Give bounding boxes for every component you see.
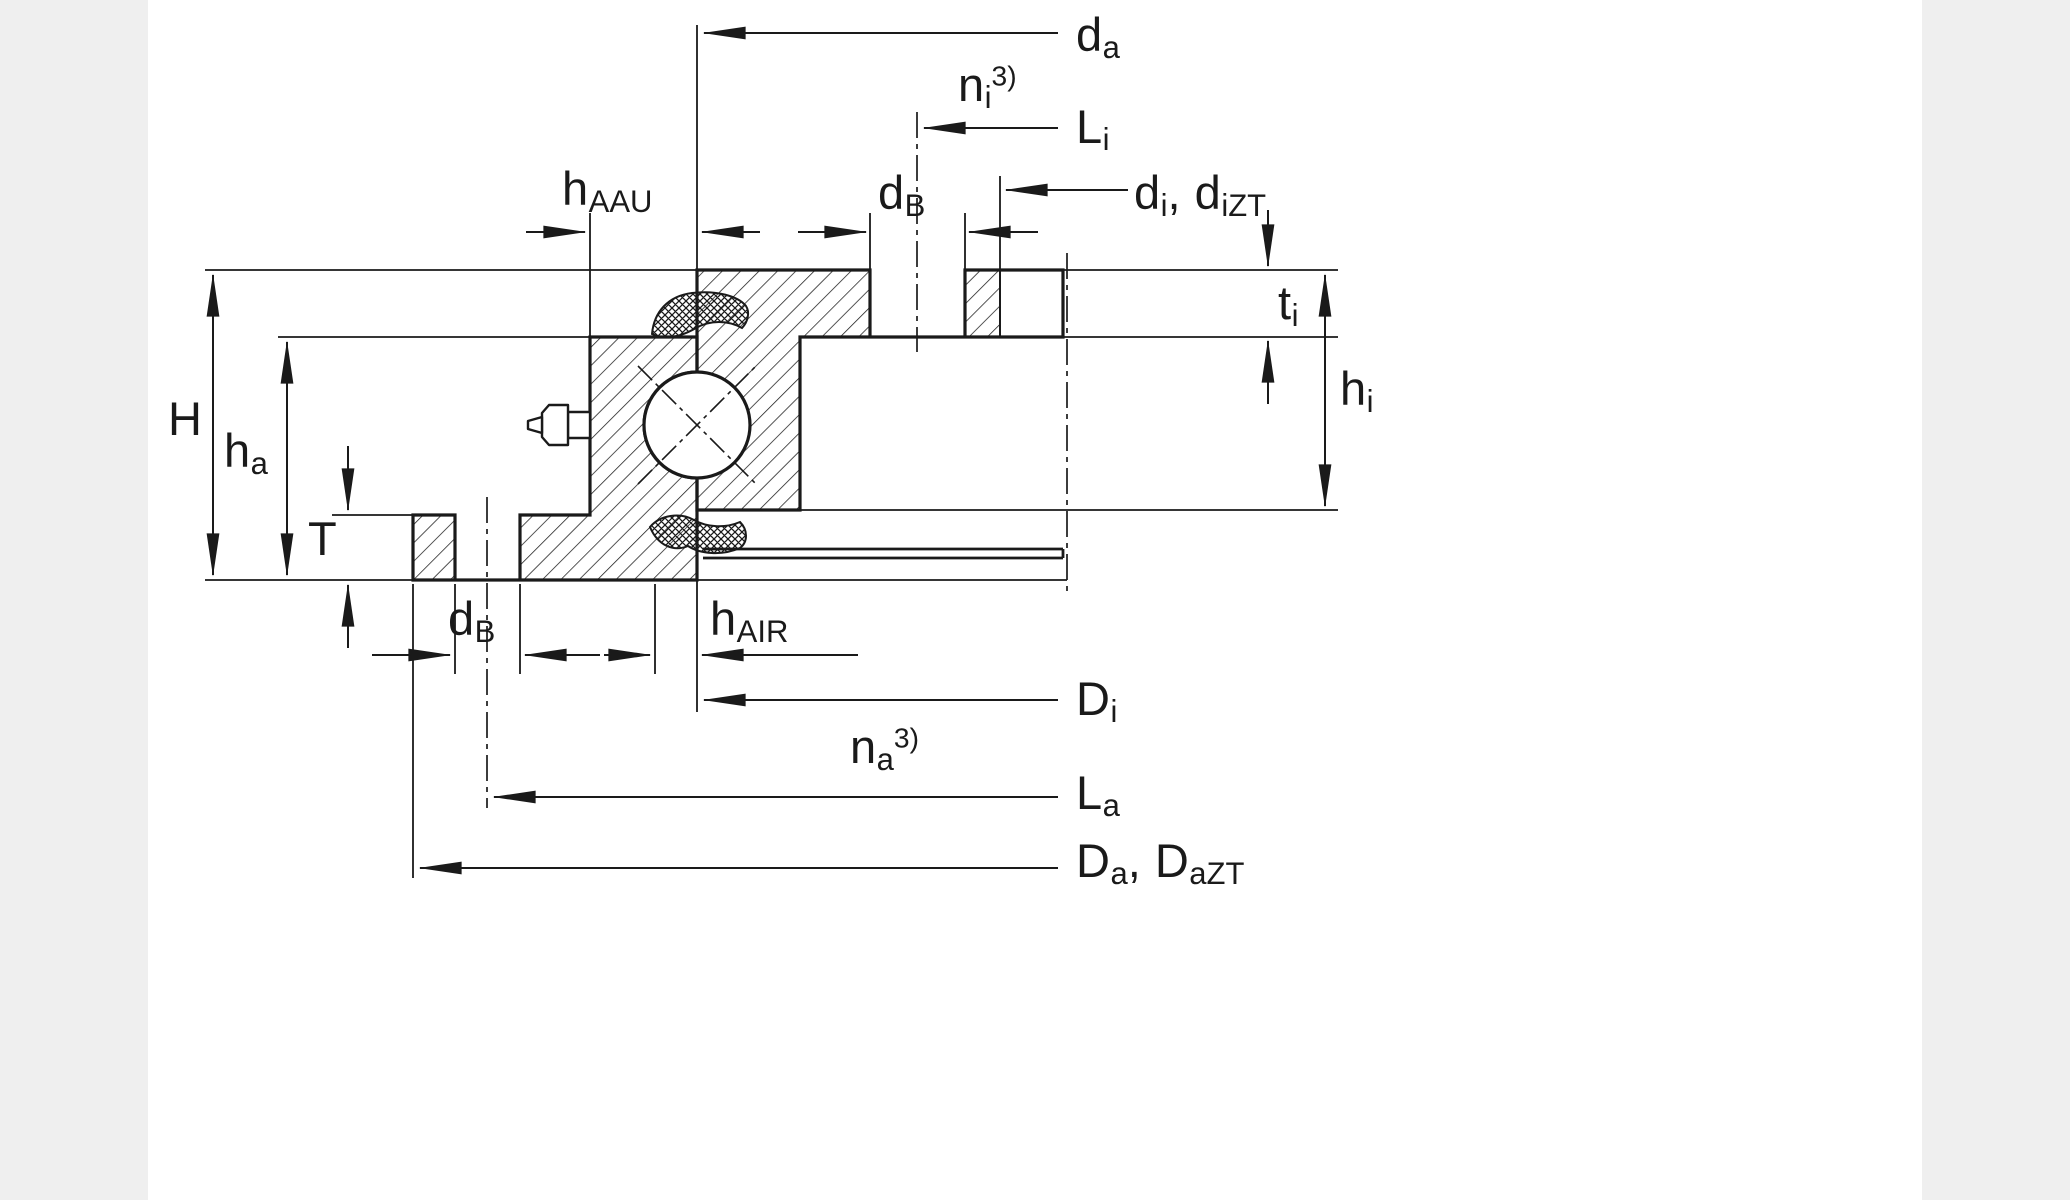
- label-Da-sep: ,: [1127, 834, 1155, 887]
- label-di-s2: iZT: [1221, 187, 1267, 223]
- label-di-s1: i: [1160, 187, 1168, 223]
- grease-nipple: [526, 403, 592, 447]
- label-H: H: [168, 392, 202, 446]
- label-Da-s1: a: [1110, 855, 1128, 891]
- label-na-main: n: [850, 720, 877, 773]
- label-ti-sub: i: [1291, 297, 1299, 333]
- label-hair-main: h: [710, 592, 737, 645]
- centerlines: [486, 112, 1068, 808]
- label-da: da: [1076, 8, 1120, 65]
- label-db-bottom: dB: [448, 592, 495, 649]
- label-na-sub: a: [876, 741, 894, 777]
- label-hair-sub: AIR: [736, 613, 789, 649]
- label-hi-main: h: [1340, 362, 1367, 415]
- seal-top: [650, 291, 750, 339]
- label-li: Li: [1076, 100, 1110, 157]
- label-hi-sub: i: [1366, 383, 1374, 419]
- support-band: [703, 547, 1065, 560]
- label-na: na3): [850, 720, 919, 777]
- dimension-lines: [206, 26, 1332, 875]
- page-margin-right: [1922, 0, 2070, 1200]
- label-Da-m1: D: [1076, 834, 1111, 887]
- label-Da-s2: aZT: [1189, 855, 1245, 891]
- label-db-top-main: d: [878, 166, 905, 219]
- seal-bottom: [648, 514, 747, 554]
- label-ni-main: n: [958, 58, 985, 111]
- label-ni-sub: i: [984, 79, 992, 115]
- label-ha-sub: a: [250, 445, 268, 481]
- label-db-top: dB: [878, 166, 925, 223]
- label-db-top-sub: B: [904, 187, 926, 223]
- label-Di: Di: [1076, 672, 1117, 729]
- label-Da-m2: D: [1154, 834, 1190, 887]
- label-li-sub: i: [1102, 121, 1110, 157]
- label-hi: hi: [1340, 362, 1374, 419]
- label-haau-main: h: [562, 162, 589, 215]
- label-di-m2: d: [1194, 166, 1222, 219]
- label-ni: ni3): [958, 58, 1017, 115]
- label-ti-main: t: [1278, 276, 1292, 329]
- label-T: T: [308, 512, 337, 566]
- label-di-sep: ,: [1167, 166, 1195, 219]
- outer-ring-flange-fill-right: [520, 515, 590, 580]
- label-da-sub: a: [1102, 29, 1120, 65]
- label-da-main: d: [1076, 8, 1103, 61]
- ball-centerlines: [637, 365, 757, 485]
- label-La-main: L: [1076, 766, 1103, 819]
- inner-ring-body-fill: [697, 337, 800, 510]
- label-di-dizt: di, diZT: [1134, 166, 1266, 223]
- label-La-sub: a: [1102, 787, 1120, 823]
- label-db-bottom-main: d: [448, 592, 475, 645]
- label-ni-footnote: 3): [991, 59, 1017, 92]
- label-T-main: T: [308, 512, 338, 565]
- label-Da-DaZT: Da, DaZT: [1076, 834, 1244, 891]
- label-na-footnote: 3): [893, 721, 919, 754]
- label-H-main: H: [168, 392, 203, 445]
- outer-ring-flange-fill-left: [413, 515, 455, 580]
- label-Di-sub: i: [1110, 693, 1118, 729]
- label-ha-main: h: [224, 424, 251, 477]
- extension-lines: [205, 25, 1338, 878]
- label-hair: hAIR: [710, 592, 788, 649]
- page-margin-left: [0, 0, 148, 1200]
- label-db-bottom-sub: B: [474, 613, 496, 649]
- rolling-element-ball: [637, 365, 757, 485]
- label-haau: hAAU: [562, 162, 652, 219]
- label-ti: ti: [1278, 276, 1298, 333]
- label-La: La: [1076, 766, 1120, 823]
- label-ha: ha: [224, 424, 268, 481]
- label-haau-sub: AAU: [588, 183, 653, 219]
- label-li-main: L: [1076, 100, 1103, 153]
- label-Di-main: D: [1076, 672, 1111, 725]
- label-di-m1: d: [1134, 166, 1161, 219]
- seals: [648, 291, 750, 554]
- inner-ring-flange-fill-right: [965, 270, 1000, 337]
